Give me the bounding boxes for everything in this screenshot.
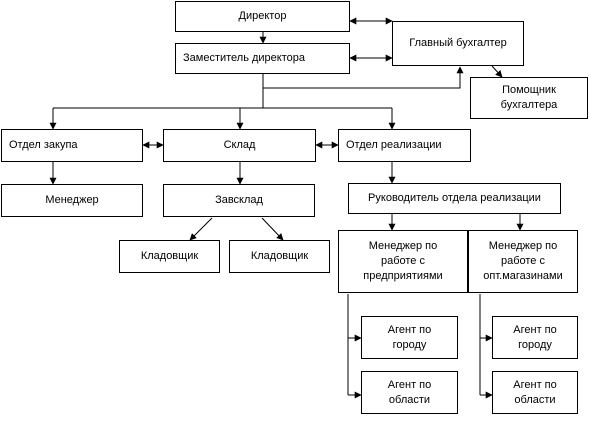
connector-head-storekeeper-2: [261, 217, 284, 241]
node-manager: Менеджер: [1, 184, 143, 217]
node-chief-accountant: Главный бухгалтер: [392, 21, 524, 66]
connector-trunk-chief-accountant: [263, 66, 464, 89]
node-accountant-assistant: Помощник бухгалтера: [470, 77, 588, 119]
node-storekeeper-2: Кладовщик: [229, 240, 330, 273]
node-agent-region-1: Агент по области: [361, 371, 458, 414]
node-warehouse-head: Завсклад: [163, 184, 315, 217]
node-storekeeper-1: Кладовщик: [119, 240, 220, 273]
connector-head-storekeeper-1: [189, 217, 213, 241]
node-manager-wholesale: Менеджер по работе с опт.магазинами: [468, 230, 578, 293]
node-agent-city-1: Агент по городу: [361, 316, 458, 359]
node-sales-dept: Отдел реализации: [338, 129, 471, 162]
node-sales-head: Руководитель отдела реализации: [348, 183, 561, 214]
node-agent-city-2: Агент по городу: [492, 316, 578, 359]
node-agent-region-2: Агент по области: [492, 371, 578, 414]
node-deputy-director: Заместитель директора: [175, 43, 350, 74]
connector-chief-assistant: [491, 65, 503, 78]
node-purchase-dept: Отдел закупа: [1, 129, 143, 162]
node-warehouse: Склад: [163, 129, 316, 162]
node-director: Директор: [175, 1, 350, 32]
node-manager-enterprises: Менеджер по работе с предприятиями: [338, 230, 468, 293]
